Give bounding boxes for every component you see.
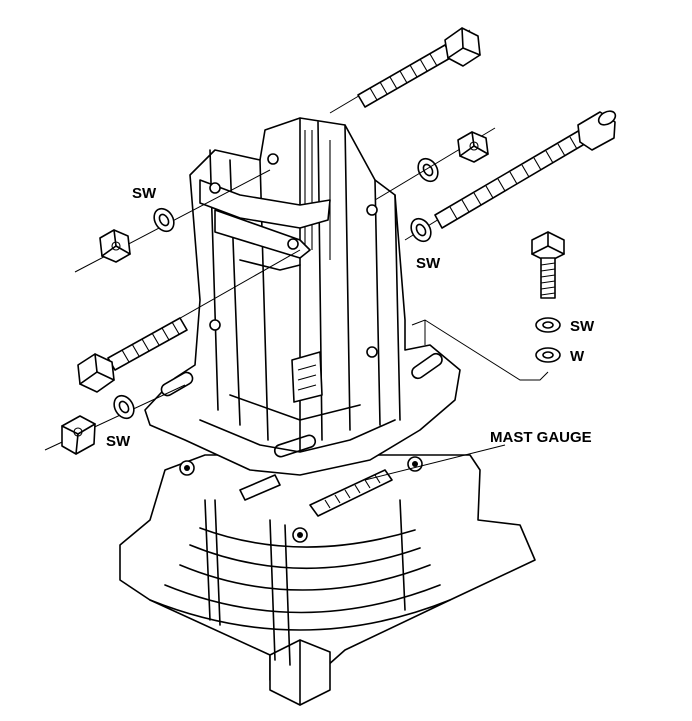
w-label: W [570, 348, 585, 365]
mast-gauge-label: MAST GAUGE [490, 429, 592, 446]
sw-label: SW [570, 318, 595, 335]
hex-bolt-icon [77, 249, 301, 393]
base-housing [119, 454, 536, 706]
spring-washer-icon [535, 317, 561, 333]
flat-washer-icon [535, 347, 561, 363]
sw-label: SW [416, 255, 441, 272]
spring-washer-icon [153, 207, 175, 233]
hex-bolt-icon [329, 27, 481, 114]
square-nut-icon [61, 415, 96, 455]
hex-nut-icon [74, 169, 271, 273]
hex-nut-icon [457, 131, 489, 163]
mast-clamp-bracket [144, 117, 461, 476]
spring-washer-icon [410, 217, 432, 243]
hex-bolt-icon [404, 110, 617, 241]
sw-label: SW [132, 185, 157, 202]
sw-label: SW [106, 433, 131, 450]
hex-bolt-icon [531, 231, 565, 299]
